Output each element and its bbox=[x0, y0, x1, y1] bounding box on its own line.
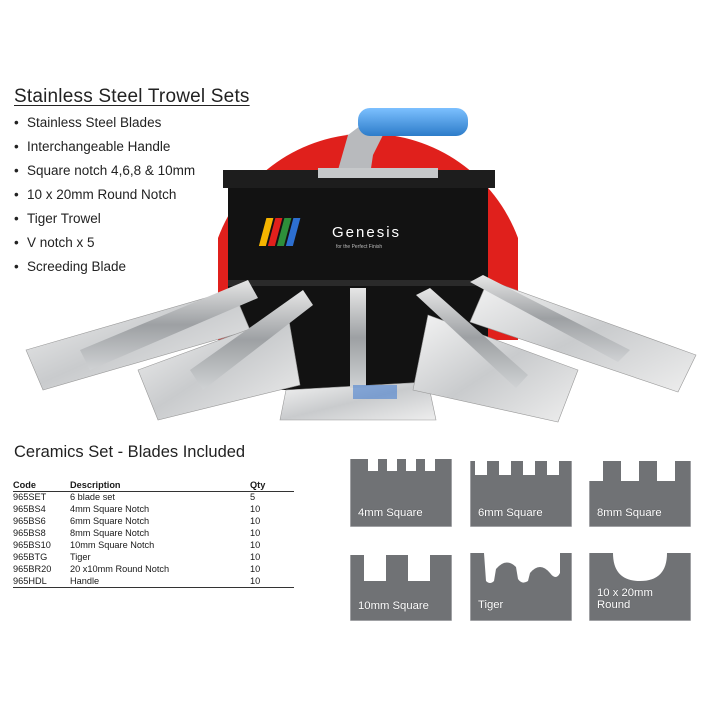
cell-description: 20 x10mm Round Notch bbox=[70, 563, 170, 574]
cell-code: 965SET bbox=[13, 492, 47, 503]
notch-card-10mm-square: 10mm Square bbox=[350, 539, 452, 621]
notch-4mm-square-icon bbox=[350, 445, 452, 527]
cell-qty: 10 bbox=[250, 563, 261, 574]
round-label-line1: 10 x 20mm bbox=[597, 587, 653, 599]
page-title: Stainless Steel Trowel Sets bbox=[14, 86, 250, 107]
cell-code: 965BS8 bbox=[13, 528, 46, 539]
notch-tiger-icon bbox=[470, 539, 572, 621]
cell-qty: 5 bbox=[250, 492, 256, 503]
table-row: 965BTG Tiger 10 bbox=[13, 551, 294, 563]
cell-code: 965BS6 bbox=[13, 516, 46, 527]
blade-center bbox=[279, 288, 437, 421]
list-item: •Tiger Trowel bbox=[14, 211, 101, 226]
cell-code: 965HDL bbox=[13, 575, 70, 589]
cell-qty: 10 bbox=[250, 575, 294, 589]
notch-10mm-square-icon bbox=[350, 539, 452, 621]
cell-description: 6mm Square Notch bbox=[70, 516, 150, 527]
notch-card-8mm-square: 8mm Square bbox=[589, 445, 691, 527]
notch-card-tiger: Tiger bbox=[470, 539, 572, 621]
list-item: •Screeding Blade bbox=[14, 259, 127, 274]
notch-card-4mm-square: 4mm Square bbox=[350, 445, 452, 527]
list-item: •10 x 20mm Round Notch bbox=[14, 187, 177, 202]
round-label-line2: Round bbox=[597, 599, 631, 611]
notch-card-round: 10 x 20mm Round bbox=[589, 539, 691, 621]
header-code: Code bbox=[13, 479, 70, 492]
cell-qty: 10 bbox=[250, 528, 261, 539]
table-row: 965SET 6 blade set 5 bbox=[13, 492, 294, 504]
table-row: 965BS10 10mm Square Notch 10 bbox=[13, 540, 294, 552]
svg-text:Genesis: Genesis bbox=[332, 224, 401, 241]
genesis-logo bbox=[258, 218, 301, 246]
cell-qty: 10 bbox=[250, 504, 261, 515]
list-item: •Square notch 4,6,8 & 10mm bbox=[14, 163, 196, 178]
blade-right-center bbox=[412, 288, 579, 423]
table-row: 965BS4 4mm Square Notch 10 bbox=[13, 504, 294, 516]
header-description: Description bbox=[70, 479, 250, 492]
notch-card-6mm-square: 6mm Square bbox=[470, 445, 572, 527]
cell-description: Handle bbox=[70, 575, 250, 589]
cell-description: 4mm Square Notch bbox=[70, 504, 150, 515]
svg-text:for the Perfect Finish: for the Perfect Finish bbox=[336, 244, 382, 250]
notch-round-icon bbox=[589, 539, 691, 621]
blade-left-center bbox=[137, 290, 313, 421]
header-qty: Qty bbox=[250, 479, 294, 492]
cell-code: 965BS4 bbox=[13, 504, 46, 515]
cell-qty: 10 bbox=[250, 516, 261, 527]
list-item: •Interchangeable Handle bbox=[14, 139, 171, 154]
table-row: 965BS8 8mm Square Notch 10 bbox=[13, 528, 294, 540]
cell-qty: 10 bbox=[250, 551, 261, 562]
list-item: •V notch x 5 bbox=[14, 235, 95, 250]
cell-code: 965BTG bbox=[13, 551, 48, 562]
table-row: 965BR20 20 x10mm Round Notch 10 bbox=[13, 563, 294, 575]
feature-list: •Stainless Steel Blades •Interchangeable… bbox=[14, 114, 195, 282]
cell-code: 965BS10 bbox=[13, 540, 51, 550]
cell-description: 10mm Square Notch bbox=[70, 540, 155, 550]
cell-description: Tiger bbox=[70, 551, 91, 562]
table-row: 965BS6 6mm Square Notch 10 bbox=[13, 516, 294, 528]
list-item: •Stainless Steel Blades bbox=[14, 115, 162, 130]
notch-6mm-square-icon bbox=[470, 445, 572, 527]
cell-description: 6 blade set bbox=[70, 492, 115, 503]
table-header-row: Code Description Qty bbox=[13, 479, 294, 492]
cell-description: 8mm Square Notch bbox=[70, 528, 150, 539]
cell-qty: 10 bbox=[250, 540, 261, 550]
blade-right bbox=[469, 275, 697, 393]
round-notch-label: 10 x 20mm Round bbox=[597, 587, 653, 611]
set-section-title: Ceramics Set - Blades Included bbox=[14, 443, 246, 461]
cell-code: 965BR20 bbox=[13, 563, 52, 574]
product-photo: Genesis for the Perfect Finish bbox=[25, 108, 697, 423]
